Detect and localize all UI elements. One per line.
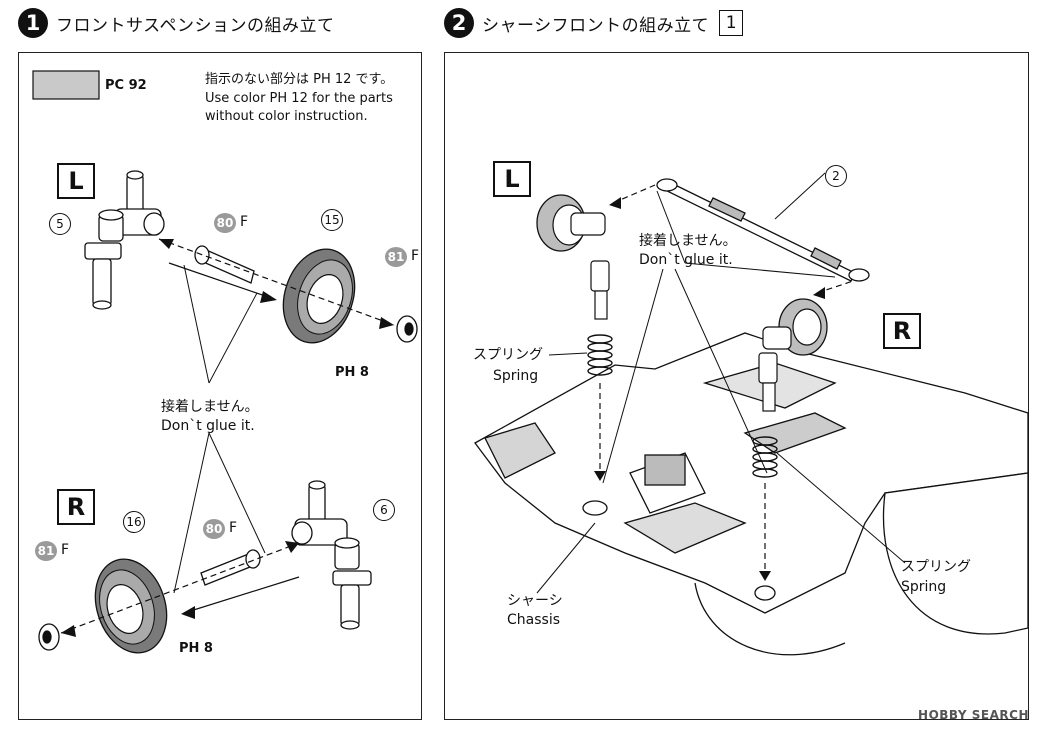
part-2-badge: 2: [825, 165, 847, 187]
chassis-illustration: [474, 172, 1029, 656]
ph8-bottom-label: PH 8: [179, 641, 213, 656]
left-axle-pin: [194, 245, 255, 284]
chassis-jp: シャーシ: [507, 593, 563, 609]
left-cap-drawing: [396, 315, 418, 343]
part-81-bottom-badge: 81: [35, 541, 57, 561]
color-swatch: [32, 70, 100, 100]
part-80-bottom-suffix: F: [229, 520, 238, 536]
chassis-left-label: L: [493, 161, 531, 197]
left-spring-drawing: [587, 334, 613, 376]
panel-chassis-front: L R 2 接着しません。 Don`t glue it. スプリング Sprin…: [444, 52, 1029, 720]
part-16-badge: 16: [123, 511, 145, 533]
right-knuckle-drawing: [291, 480, 372, 630]
left-knuckle-drawing: [84, 170, 165, 310]
instruction-en-line2: without color instruction.: [205, 109, 368, 124]
part-80-bottom-badge: 80: [203, 519, 225, 539]
left-wheel-drawing: [282, 248, 356, 344]
step2-title: シャーシフロントの組み立て: [482, 15, 710, 36]
right-cap-drawing: [38, 623, 60, 651]
right-side-label: R: [57, 489, 95, 525]
step2-sequence-box: 1: [719, 10, 744, 36]
swatch-color-code: PC 92: [105, 78, 147, 93]
step2-header: 2 シャーシフロントの組み立て 1: [444, 6, 744, 40]
part-5-badge: 5: [49, 213, 71, 235]
no-glue-jp: 接着しません。: [161, 399, 259, 415]
suspension-illustration: [32, 70, 418, 654]
part-80-top-badge: 80: [214, 213, 236, 233]
spring-right-jp: スプリング: [901, 559, 971, 575]
tie-rod-drawing: [656, 178, 870, 282]
part-81-bottom-suffix: F: [61, 542, 70, 558]
part-81-top-suffix: F: [411, 248, 420, 264]
spring-left-jp: スプリング: [473, 347, 543, 363]
chassis-no-glue-en: Don`t glue it.: [639, 252, 733, 268]
chassis-right-knuckle: [758, 298, 828, 412]
chassis-left-knuckle: [536, 194, 610, 320]
part-81-top-badge: 81: [385, 247, 407, 267]
chassis-no-glue-jp: 接着しません。: [639, 233, 737, 249]
left-side-label: L: [57, 163, 95, 199]
panel-front-suspension: PC 92 指示のない部分は PH 12 です。 Use color PH 12…: [18, 52, 422, 720]
no-glue-en: Don`t glue it.: [161, 418, 255, 434]
part-80-top-suffix: F: [240, 214, 249, 230]
ph8-bottom-text: PH 8: [179, 641, 213, 656]
step1-title: フロントサスペンションの組み立て: [56, 15, 335, 36]
chassis-en: Chassis: [507, 612, 560, 628]
chassis-drawing: [474, 332, 1029, 656]
right-axle-pin: [200, 549, 261, 586]
step1-number: 1: [18, 8, 48, 38]
instruction-jp: 指示のない部分は PH 12 です。: [205, 72, 394, 87]
watermark: HOBBY SEARCH: [918, 708, 1029, 722]
instruction-en-line1: Use color PH 12 for the parts: [205, 91, 393, 106]
spring-right-en: Spring: [901, 579, 947, 595]
swatch-code-text: PC 92: [105, 78, 147, 93]
right-wheel-drawing: [94, 558, 168, 654]
chassis-right-label: R: [883, 313, 921, 349]
ph8-top-label: PH 8: [335, 365, 369, 380]
step1-header: 1 フロントサスペンションの組み立て: [18, 6, 334, 40]
step2-number: 2: [444, 8, 474, 38]
ph8-top-text: PH 8: [335, 365, 369, 380]
spring-left-en: Spring: [493, 368, 539, 384]
part-15-badge: 15: [321, 209, 343, 231]
part-6-badge: 6: [373, 499, 395, 521]
